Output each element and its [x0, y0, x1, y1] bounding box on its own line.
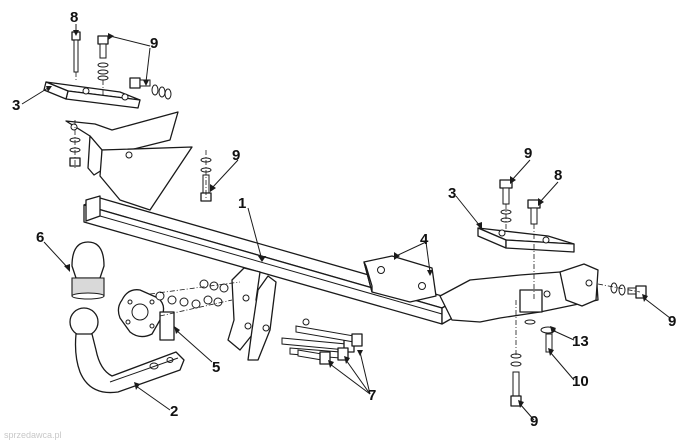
- callout-9-bottom: 9: [530, 413, 538, 430]
- nut-stack-left: [69, 120, 81, 170]
- right-mounting-bracket: [439, 227, 599, 323]
- callout-3-right: 3: [448, 185, 456, 202]
- callout-9-middle: 9: [232, 147, 240, 164]
- callout-8-left: 8: [70, 9, 78, 26]
- tow-ball-cover: [71, 241, 105, 300]
- callout-labels: 8 9 3 9 1 6 5 2 4 7 3 9 8 9 13 10 9: [12, 9, 676, 430]
- callout-9-right-top: 9: [524, 145, 532, 162]
- reinforcement-bracket: [363, 255, 437, 303]
- callout-5: 5: [212, 359, 220, 376]
- leader-lines: [21, 24, 671, 421]
- bolt-9-right-side: [610, 282, 647, 299]
- watermark: sprzedawca.pl: [4, 430, 62, 440]
- callout-9-right-side: 9: [668, 313, 676, 330]
- nut-stack-center: [149, 279, 241, 317]
- callout-10: 10: [572, 373, 589, 390]
- bolt-8-right: [527, 199, 541, 300]
- center-mount-plates: [227, 267, 310, 361]
- callout-6: 6: [36, 229, 44, 246]
- left-mounting-bracket: [43, 81, 193, 211]
- callout-9-left-top: 9: [150, 35, 158, 52]
- bolt-9-left-top: [97, 35, 109, 81]
- socket-mounting-plate: [117, 289, 175, 341]
- long-bolts-7: [281, 325, 363, 365]
- bolt-9-left-side: [129, 77, 172, 100]
- callout-13: 13: [572, 333, 589, 350]
- callout-8-right: 8: [554, 167, 562, 184]
- callout-4: 4: [420, 231, 429, 248]
- tow-ball-neck: [69, 307, 185, 394]
- callout-7: 7: [368, 387, 376, 404]
- bolt-8-left: [71, 31, 81, 82]
- callout-3-left: 3: [12, 97, 20, 114]
- callout-2: 2: [170, 403, 178, 420]
- callout-1: 1: [238, 195, 246, 212]
- nut-stack-right: [510, 300, 556, 407]
